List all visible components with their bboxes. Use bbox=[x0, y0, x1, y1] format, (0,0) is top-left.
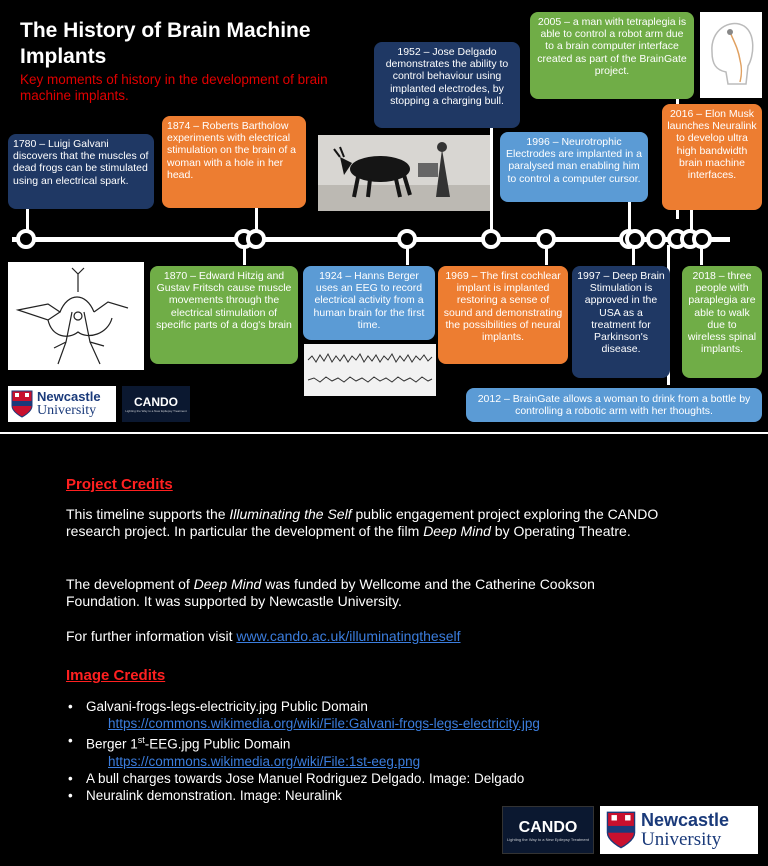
event-1997: 1997 – Deep Brain Stimulation is approve… bbox=[572, 266, 670, 378]
image-credit-item: Neuralink demonstration. Image: Neuralin… bbox=[66, 787, 706, 804]
galvani-frog-image bbox=[8, 262, 144, 370]
connector-1952 bbox=[490, 128, 493, 233]
event-1924: 1924 – Hanns Berger uses an EEG to recor… bbox=[303, 266, 435, 340]
illuminating-the-self-link[interactable]: www.cando.ac.uk/illuminatingtheself bbox=[236, 628, 461, 644]
crest-icon bbox=[11, 390, 33, 418]
newcastle-logo-line2: University bbox=[37, 403, 97, 418]
connector-1870 bbox=[243, 245, 246, 265]
cando-logo-bottom-text: CANDO bbox=[518, 818, 578, 836]
event-2012: 2012 – BrainGate allows a woman to drink… bbox=[466, 388, 762, 422]
image-credits-list: Galvani-frogs-legs-electricity.jpg Publi… bbox=[66, 698, 706, 804]
timeline-axis bbox=[12, 237, 730, 242]
timeline-node-1969 bbox=[536, 229, 556, 249]
connector-1996 bbox=[628, 202, 631, 233]
eeg-trace-image bbox=[304, 344, 436, 396]
event-1969: 1969 – The first cochlear implant is imp… bbox=[438, 266, 568, 364]
timeline-node-2018 bbox=[692, 229, 712, 249]
connector-2016 bbox=[690, 210, 693, 233]
project-credits-paragraph-3: For further information visit www.cando.… bbox=[66, 628, 666, 645]
event-1952: 1952 – Jose Delgado demonstrates the abi… bbox=[374, 42, 520, 128]
newcastle-university-logo-bottom: Newcastle University bbox=[600, 806, 758, 854]
crest-icon bbox=[606, 811, 636, 849]
image-credits-heading: Image Credits bbox=[66, 667, 166, 684]
connector-1924 bbox=[406, 245, 409, 265]
timeline-node-1924 bbox=[397, 229, 417, 249]
connector-1969 bbox=[545, 245, 548, 265]
p1-emphasis-deep-mind: Deep Mind bbox=[423, 523, 491, 539]
event-1874: 1874 – Roberts Bartholow experiments wit… bbox=[162, 116, 306, 208]
cando-logo-bottom-tagline: Lighting the Way to a New Epilepsy Treat… bbox=[507, 836, 589, 842]
image-credit-item: Galvani-frogs-legs-electricity.jpg Publi… bbox=[66, 698, 706, 732]
berger-image-link[interactable]: https://commons.wikimedia.org/wiki/File:… bbox=[108, 753, 421, 769]
timeline-node-1874 bbox=[246, 229, 266, 249]
event-2016: 2016 – Elon Musk launches Neuralink to d… bbox=[662, 104, 762, 210]
project-credits-paragraph-2: The development of Deep Mind was funded … bbox=[66, 576, 666, 610]
p1-text-b: public engagement project exploring the … bbox=[66, 506, 659, 539]
page-subtitle: Key moments of history in the developmen… bbox=[20, 72, 328, 103]
event-1996: 1996 – Neurotrophic Electrodes are impla… bbox=[500, 132, 648, 202]
image-credit-neuralink: Neuralink demonstration. Image: Neuralin… bbox=[86, 787, 342, 803]
p2-emphasis-deep-mind: Deep Mind bbox=[193, 576, 262, 592]
project-credits-paragraph-1: This timeline supports the Illuminating … bbox=[66, 506, 666, 540]
timeline-node-1997 bbox=[625, 229, 645, 249]
newcastle-logo-bottom-line1: Newcastle bbox=[641, 810, 730, 830]
neuralink-head-image bbox=[700, 12, 762, 98]
p1-text-a: This timeline supports the bbox=[66, 506, 230, 522]
connector-1874 bbox=[255, 205, 258, 235]
cando-logo-tagline: Lighting the Way to a New Epilepsy Treat… bbox=[125, 409, 187, 413]
event-1780: 1780 – Luigi Galvani discovers that the … bbox=[8, 134, 154, 209]
newcastle-logo-line1: Newcastle bbox=[37, 389, 101, 404]
cando-logo-text: CANDO bbox=[134, 395, 178, 409]
section-divider bbox=[0, 432, 768, 434]
timeline-node-1952 bbox=[481, 229, 501, 249]
image-credit-item: A bull charges towards Jose Manuel Rodri… bbox=[66, 770, 706, 787]
p1-emphasis-illuminating: Illuminating the Self bbox=[229, 506, 352, 522]
image-credit-berger-b: -EEG.jpg Public Domain bbox=[144, 736, 291, 752]
event-2018: 2018 – three people with paraplegia are … bbox=[682, 266, 762, 378]
bull-charge-image bbox=[318, 135, 490, 211]
timeline-node-1780 bbox=[16, 229, 36, 249]
timeline-node-2005 bbox=[646, 229, 666, 249]
p2-text-a: The development of bbox=[66, 576, 194, 592]
image-credit-item: Berger 1st-EEG.jpg Public Domain https:/… bbox=[66, 732, 706, 770]
connector-1997 bbox=[632, 245, 635, 265]
p3-text-a: For further information visit bbox=[66, 628, 237, 644]
image-credit-berger-a: Berger 1 bbox=[86, 736, 138, 752]
cando-logo-bottom: CANDO Lighting the Way to a New Epilepsy… bbox=[502, 806, 594, 854]
event-2005: 2005 – a man with tetraplegia is able to… bbox=[530, 12, 694, 99]
project-credits-heading: Project Credits bbox=[66, 476, 173, 493]
p1-text-c: by Operating Theatre. bbox=[490, 523, 631, 539]
image-credit-galvani: Galvani-frogs-legs-electricity.jpg Publi… bbox=[86, 699, 368, 714]
newcastle-university-logo: Newcastle University bbox=[8, 386, 116, 422]
galvani-image-link[interactable]: https://commons.wikimedia.org/wiki/File:… bbox=[108, 716, 540, 731]
image-credit-delgado: A bull charges towards Jose Manuel Rodri… bbox=[86, 770, 525, 786]
timeline-slide: The History of Brain Machine Implants Ke… bbox=[0, 0, 768, 432]
event-1870: 1870 – Edward Hitzig and Gustav Fritsch … bbox=[150, 266, 298, 364]
connector-1780 bbox=[26, 205, 29, 235]
cando-logo: CANDO Lighting the Way to a New Epilepsy… bbox=[122, 386, 190, 422]
newcastle-logo-bottom-line2: University bbox=[641, 829, 722, 850]
p2-text-b: was funded by Wellcome and the Catherine… bbox=[66, 576, 595, 609]
connector-2018 bbox=[700, 245, 703, 265]
image-credit-berger-sup: st bbox=[137, 735, 145, 745]
page-title: The History of Brain Machine Implants bbox=[20, 19, 311, 68]
